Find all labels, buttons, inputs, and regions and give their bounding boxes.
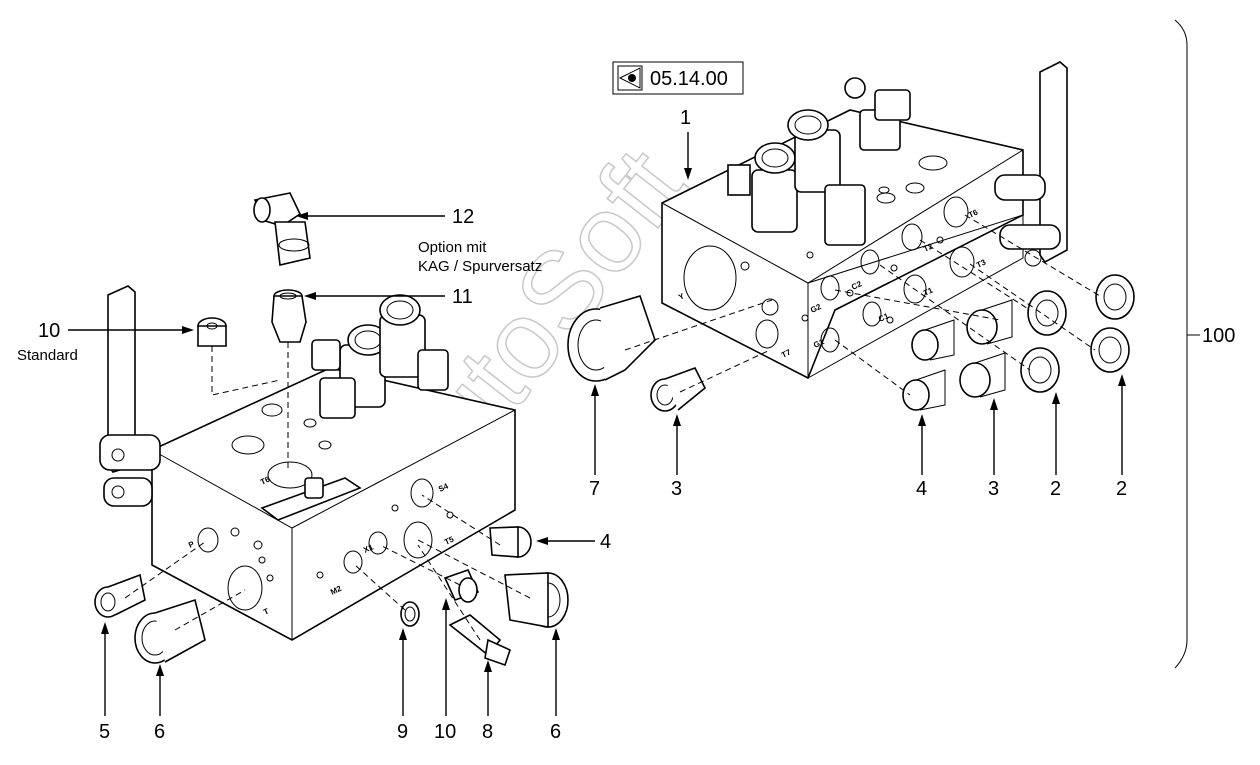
svg-text:Y: Y [677, 291, 686, 302]
fitting-6-right [504, 572, 569, 628]
standard-note: Standard [17, 347, 78, 364]
callout-2a[interactable]: 2 [1050, 392, 1061, 500]
reference-code: 05.14.00 [650, 68, 728, 90]
svg-text:C1: C1 [877, 311, 891, 324]
svg-text:G2: G2 [809, 302, 823, 315]
fitting-6-left [134, 598, 206, 664]
fitting-7 [567, 295, 656, 382]
fitting-4-left [489, 526, 532, 558]
callout-7[interactable]: 7 [589, 384, 600, 500]
plug-10-standard [197, 317, 227, 347]
view-reference-icon [617, 65, 643, 91]
svg-text:8: 8 [482, 721, 493, 743]
solenoid-valve [311, 294, 449, 419]
svg-text:3: 3 [988, 478, 999, 500]
svg-text:5: 5 [99, 721, 110, 743]
callout-12[interactable]: 12 [296, 206, 474, 228]
callout-4a[interactable]: 4 [916, 414, 927, 500]
svg-text:4: 4 [600, 531, 611, 553]
valve-block-right: G2 C2 C1 G1 T1 T2 T3 T6 T7 Y [661, 61, 1068, 380]
svg-text:4: 4 [916, 478, 927, 500]
fitting-11 [271, 289, 307, 343]
group-label: 100 [1202, 325, 1235, 347]
callout-1[interactable]: 1 [680, 107, 692, 180]
svg-text:9: 9 [397, 721, 408, 743]
sensor-8 [448, 614, 511, 667]
fitting-3-right-a [650, 367, 707, 412]
callout-6b[interactable]: 6 [550, 628, 561, 743]
callout-10a[interactable]: 10 [38, 320, 194, 342]
svg-text:T3: T3 [975, 257, 988, 269]
svg-text:T1: T1 [922, 285, 935, 297]
callout-4b[interactable]: 4 [536, 531, 611, 553]
fitting-3-right-b [959, 299, 1013, 398]
svg-text:T5: T5 [443, 534, 456, 546]
callout-3b[interactable]: 3 [988, 398, 999, 500]
fitting-5 [94, 573, 146, 618]
elbow-fitting-12 [253, 192, 311, 266]
svg-text:M2: M2 [329, 584, 343, 597]
svg-text:7: 7 [589, 478, 600, 500]
lever-handle-right [994, 61, 1068, 267]
group-bracket: 100 [1174, 19, 1235, 669]
svg-text:T: T [262, 607, 270, 617]
svg-text:G1: G1 [812, 337, 826, 350]
svg-text:6: 6 [154, 721, 165, 743]
callout-9[interactable]: 9 [397, 628, 408, 743]
svg-text:2: 2 [1116, 478, 1127, 500]
callout-6a[interactable]: 6 [154, 664, 165, 743]
callout-3a[interactable]: 3 [671, 414, 682, 500]
callout-10b[interactable]: 10 [434, 598, 456, 743]
callout-8[interactable]: 8 [482, 660, 493, 743]
plug-10-lower [443, 569, 480, 603]
option-note-line2: KAG / Spurversatz [418, 258, 542, 275]
fitting-4-right [902, 319, 955, 411]
svg-text:6: 6 [550, 721, 561, 743]
callout-2b[interactable]: 2 [1116, 374, 1127, 500]
svg-text:T6: T6 [967, 207, 980, 219]
washer-9 [400, 601, 420, 627]
fitting-2-right-a [1020, 290, 1067, 393]
svg-text:T6: T6 [259, 474, 272, 486]
svg-text:X1: X1 [362, 542, 375, 555]
svg-text:S4: S4 [437, 481, 450, 494]
svg-text:11: 11 [452, 286, 473, 308]
svg-text:10: 10 [38, 320, 60, 342]
solenoid-valve [727, 109, 841, 233]
reference-box[interactable]: 05.14.00 [612, 61, 744, 95]
svg-text:T7: T7 [780, 347, 793, 359]
callout-11[interactable]: 11 [304, 286, 473, 308]
svg-text:C2: C2 [850, 279, 864, 292]
fitting-2-right-b [1090, 274, 1135, 373]
callout-5[interactable]: 5 [99, 622, 110, 743]
valve-block-left: T6 X1 M2 T5 T P S4 [99, 285, 516, 641]
svg-text:T2: T2 [922, 241, 935, 253]
svg-text:12: 12 [452, 206, 474, 228]
lever-handle-left [99, 285, 161, 507]
option-note-line1: Option mit [418, 239, 487, 256]
svg-text:1: 1 [680, 107, 691, 129]
svg-text:2: 2 [1050, 478, 1061, 500]
svg-text:3: 3 [671, 478, 682, 500]
svg-text:10: 10 [434, 721, 456, 743]
svg-text:P: P [187, 539, 196, 550]
